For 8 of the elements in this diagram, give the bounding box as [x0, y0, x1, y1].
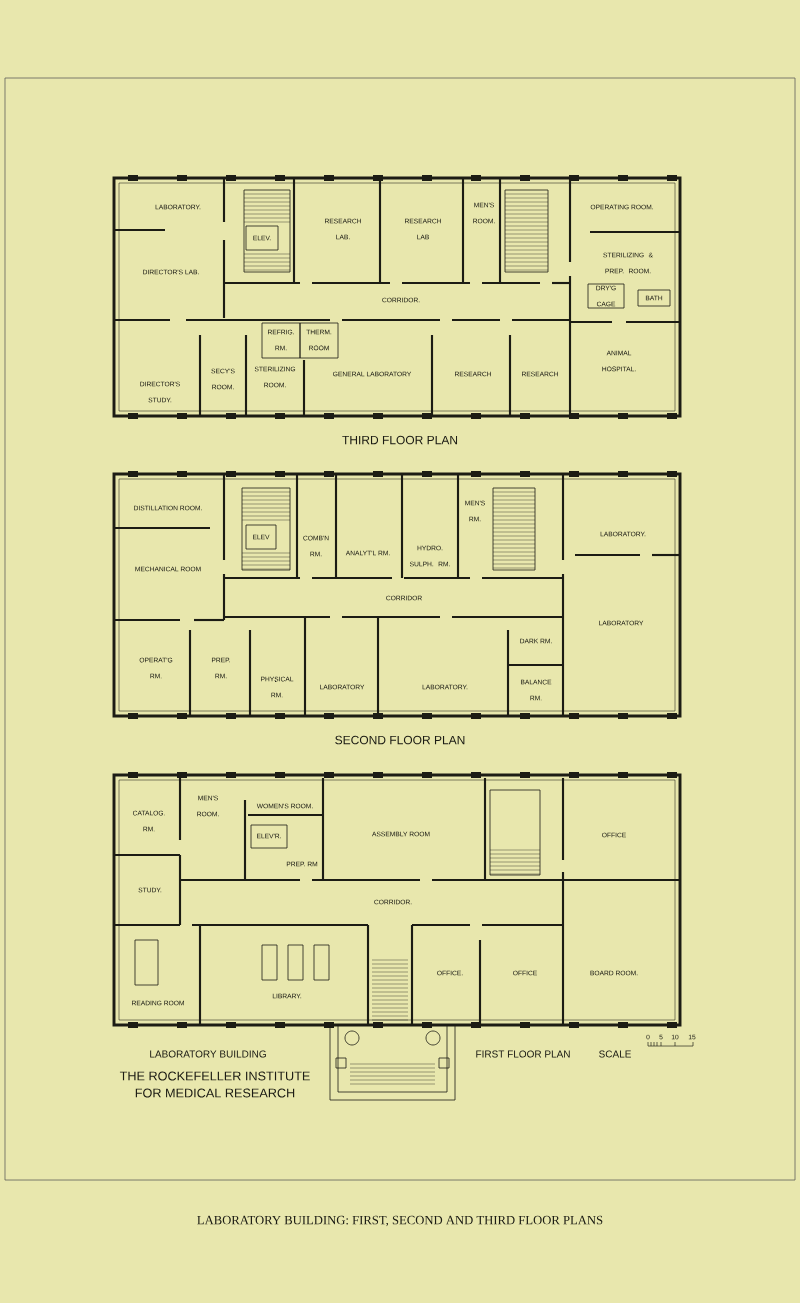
building-title: LABORATORY BUILDING [150, 1050, 266, 1058]
institute-name: THE ROCKEFELLER INSTITUTE [119, 1071, 310, 1081]
scale-label: SCALE [599, 1050, 631, 1058]
floor-plan-title: THIRD FLOOR PLAN [342, 435, 458, 445]
caption: LABORATORY BUILDING: FIRST, SECOND AND THIRD FLOOR PLANS [197, 1215, 603, 1227]
floor-plan-title: SECOND FLOOR PLAN [335, 735, 465, 745]
institute-name: FOR MEDICAL RESEARCH [135, 1088, 295, 1098]
floor-plan-title: FIRST FLOOR PLAN [476, 1050, 570, 1058]
